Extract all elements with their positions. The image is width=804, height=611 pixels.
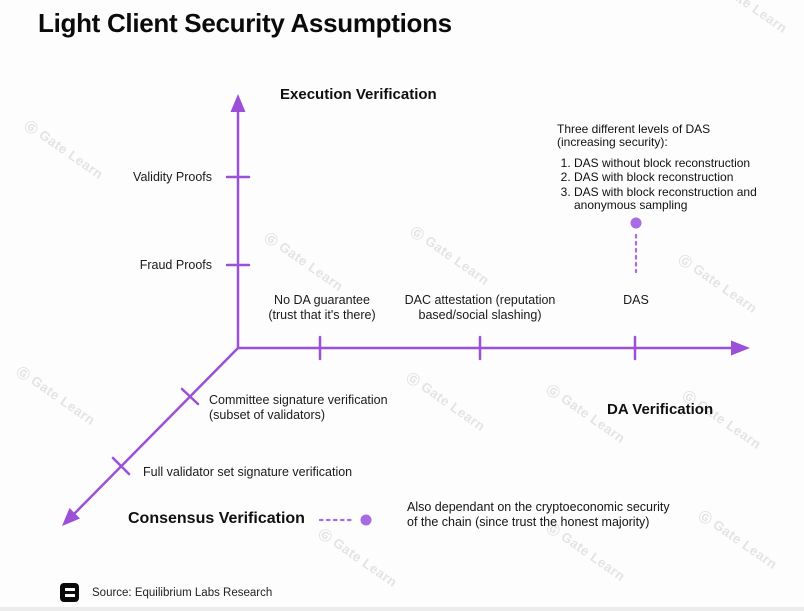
das-levels-heading: Three different levels of DAS (increasin… bbox=[557, 122, 711, 150]
consensus-axis-line bbox=[73, 346, 240, 515]
watermark-text: Gate Learn bbox=[422, 232, 492, 289]
da-axis-label: DA Verification bbox=[607, 401, 714, 418]
das-level-item: DAS with block reconstruction and anonym… bbox=[574, 185, 777, 213]
tick-label-committee-signature: Committee signature verification (subset… bbox=[209, 393, 388, 422]
watermark-text: Gate Learn bbox=[558, 528, 628, 585]
source-text: Source: Equilibrium Labs Research bbox=[92, 587, 273, 599]
watermark-text: Gate Learn bbox=[690, 260, 760, 317]
das-annotation-dot bbox=[630, 217, 642, 229]
consensus-note: Also dependant on the cryptoeconomic sec… bbox=[407, 500, 670, 529]
consensus-note-dot bbox=[360, 514, 372, 526]
tick-label-full-validator-set: Full validator set signature verificatio… bbox=[143, 465, 353, 479]
watermark-text: Gate Learn bbox=[28, 372, 98, 429]
tick-label-no-da-guarantee: No DA guarantee (trust that it's there) bbox=[268, 293, 376, 322]
watermark-logo-icon: Ⓖ bbox=[261, 229, 282, 250]
watermark-text: Gate Learn bbox=[276, 238, 346, 295]
da-axis-arrowhead bbox=[731, 340, 750, 356]
das-levels-list: DAS without block reconstruction DAS wit… bbox=[557, 156, 777, 213]
das-level-item: DAS without block reconstruction bbox=[574, 156, 777, 170]
execution-axis-label: Execution Verification bbox=[280, 86, 437, 103]
watermark-text: Gate Learn bbox=[558, 390, 628, 447]
watermark-text: Gate Learn bbox=[330, 534, 400, 591]
watermark-logo-icon: Ⓖ bbox=[315, 525, 336, 546]
watermark-logo-icon: Ⓖ bbox=[21, 117, 42, 138]
equilibrium-logo-icon bbox=[60, 583, 79, 602]
das-level-item: DAS with block reconstruction bbox=[574, 170, 777, 184]
watermark-logo-icon: Ⓖ bbox=[543, 381, 564, 402]
page-title: Light Client Security Assumptions bbox=[38, 8, 452, 38]
tick-label-validity-proofs: Validity Proofs bbox=[133, 170, 212, 184]
watermark-logo-icon: Ⓖ bbox=[403, 369, 424, 390]
das-levels-annotation: Three different levels of DAS (increasin… bbox=[557, 122, 777, 214]
tick-label-das: DAS bbox=[623, 293, 649, 307]
watermark-logo-icon: Ⓖ bbox=[13, 363, 34, 384]
watermark-text: Gate Learn bbox=[710, 516, 780, 573]
tick-full-validator-set bbox=[111, 456, 131, 476]
watermark-logo-icon: Ⓖ bbox=[675, 251, 696, 272]
consensus-axis-label: Consensus Verification bbox=[128, 510, 305, 527]
watermark-text: Gate Learn bbox=[418, 378, 488, 435]
tick-label-fraud-proofs: Fraud Proofs bbox=[139, 258, 212, 272]
bottom-strip bbox=[0, 607, 804, 611]
watermark-logo-icon: Ⓖ bbox=[695, 507, 716, 528]
watermark-logo-icon: Ⓖ bbox=[407, 223, 428, 244]
execution-axis-arrowhead bbox=[230, 94, 246, 112]
tick-label-dac-attestation: DAC attestation (reputation based/social… bbox=[404, 293, 556, 322]
consensus-axis-arrowhead bbox=[62, 508, 80, 526]
watermark-text: Gate Learn bbox=[720, 0, 790, 37]
tick-committee-signature bbox=[180, 387, 200, 406]
